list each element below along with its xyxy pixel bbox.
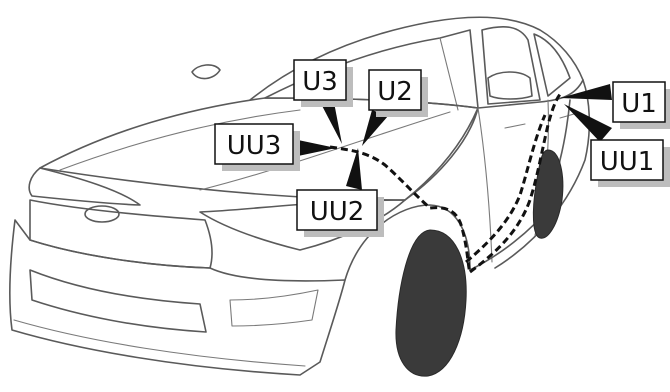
- front-side-window: [481, 26, 541, 105]
- label-uu2: UU2: [296, 189, 384, 237]
- pointer-u1: [560, 84, 612, 100]
- label-u1-text: U1: [621, 89, 657, 119]
- label-uu1: UU1: [590, 139, 670, 187]
- side-mirror: [487, 71, 533, 100]
- fog-lamp: [229, 289, 319, 327]
- rear-side-window: [533, 33, 571, 97]
- label-u3: U3: [293, 59, 353, 107]
- grille: [29, 199, 213, 269]
- bumper-lip: [13, 319, 306, 367]
- a-pillar-inner: [439, 37, 459, 111]
- hood-crease-right: [199, 111, 451, 191]
- label-uu1-text: UU1: [600, 147, 655, 177]
- label-uu2-text: UU2: [310, 197, 365, 227]
- door-line-1: [477, 107, 493, 263]
- label-uu3: UU3: [214, 123, 300, 171]
- pointer-uu3: [298, 140, 336, 156]
- headlight-left: [28, 167, 141, 206]
- label-uu3-text: UU3: [227, 131, 282, 161]
- label-u2: U2: [368, 69, 428, 117]
- harness-route-side: [469, 90, 564, 274]
- antenna-dot: [191, 64, 221, 80]
- tires: [395, 149, 564, 377]
- pointer-uu1: [564, 104, 612, 142]
- harness-route-side-inner: [465, 114, 547, 264]
- door-handle-front: [504, 123, 526, 129]
- lower-grille: [29, 269, 207, 333]
- front-bumper: [9, 219, 346, 376]
- label-u1: U1: [612, 81, 670, 129]
- emblem: [84, 205, 120, 223]
- hood-crease-left: [59, 109, 301, 171]
- pointer-u2: [362, 110, 388, 146]
- wiring-route: [329, 90, 564, 274]
- label-u3-text: U3: [302, 67, 338, 97]
- harness-route-top: [329, 145, 472, 273]
- label-u2-text: U2: [377, 77, 413, 107]
- front-tire: [395, 229, 467, 377]
- pointer-uu2: [346, 148, 362, 190]
- door-handle-rear: [559, 113, 575, 119]
- rear-tire: [532, 149, 564, 239]
